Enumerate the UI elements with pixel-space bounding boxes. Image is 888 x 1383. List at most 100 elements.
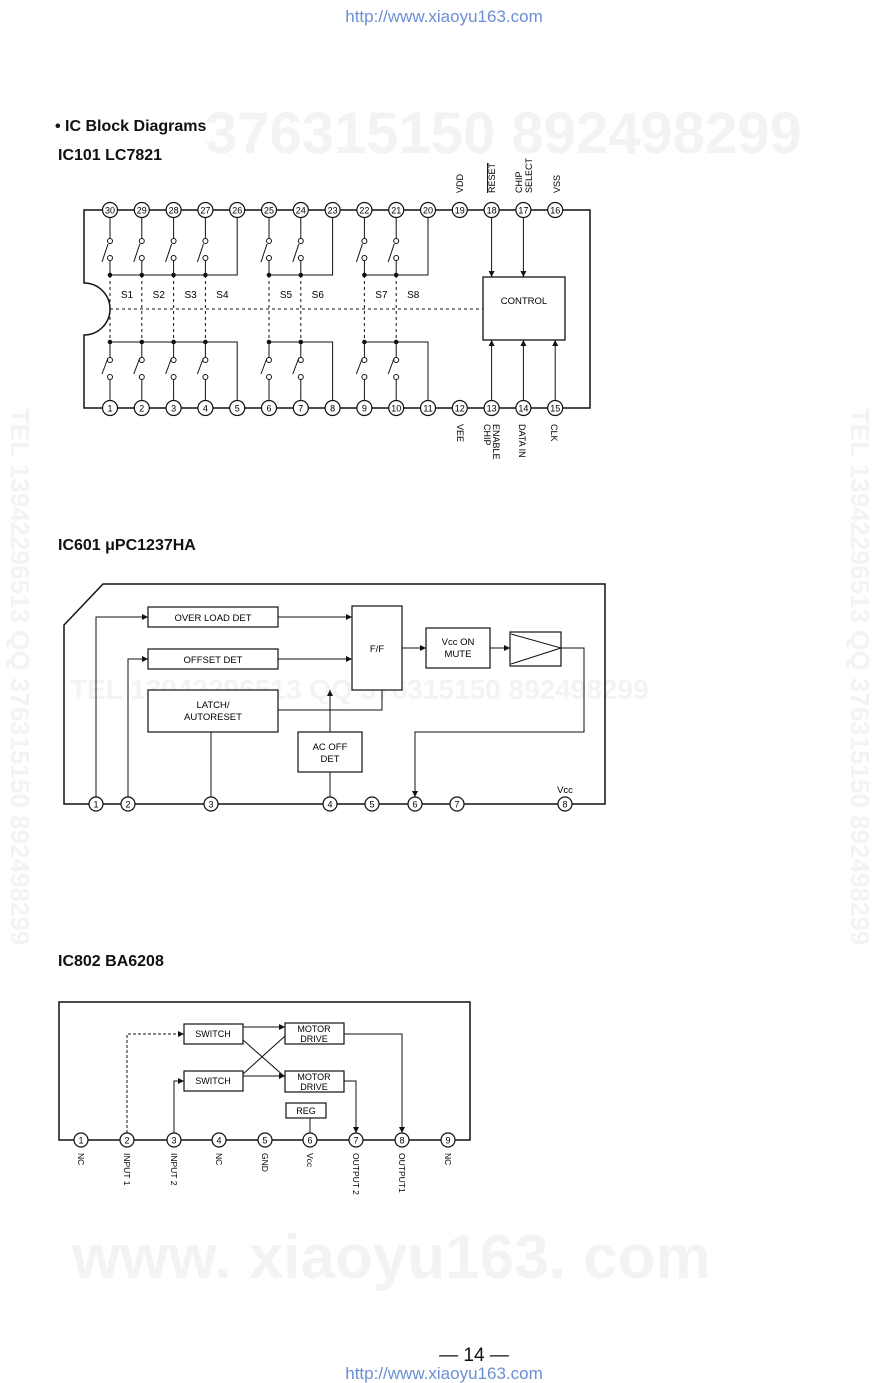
ic101-pin-datain: DATA IN (517, 424, 527, 458)
ic601-pin-number: 3 (208, 800, 213, 810)
ic802-motor-1-label-b: DRIVE (300, 1034, 328, 1044)
ic101-top-pin-number: 29 (137, 206, 147, 216)
ic802-pin-number: 4 (216, 1136, 221, 1146)
ic101-top-pin-number: 24 (296, 206, 306, 216)
ic101-top-pin: 17 (515, 201, 532, 219)
ic802-pin-name: NC (214, 1153, 224, 1165)
watermark-qq-top: 376315150 892498299 (205, 101, 802, 166)
ic601-title: IC601 μPC1237HA (58, 537, 196, 554)
ic601-offset-label: OFFSET DET (184, 655, 243, 666)
ic802-pin-name: GND (260, 1153, 270, 1172)
ic802-pin-name: OUTPUT1 (397, 1153, 407, 1193)
section-title: • IC Block Diagrams (55, 118, 207, 135)
ic101-bottom-pin: 1 (101, 399, 119, 417)
ic101-top-pin-number: 27 (200, 206, 210, 216)
header-url[interactable]: http://www.xiaoyu163.com (345, 7, 543, 26)
ic601-overload-label: OVER LOAD DET (174, 613, 251, 624)
ic101-bottom-pin: 7 (292, 399, 309, 417)
watermark-side-right: TEL 13942296513 QQ 376315150 892498299 (845, 408, 875, 946)
ic101-top-pin: 18 (483, 201, 500, 219)
ic802-reg (285, 1102, 327, 1119)
ic802-pin: 7 (348, 1132, 364, 1148)
ic601-ff-label: F/F (370, 644, 384, 655)
ic101-bottom-pin: 12 (451, 399, 468, 417)
ic601-acoff-label-1: AC OFF (313, 742, 348, 753)
ic802-pin-number: 1 (78, 1136, 83, 1146)
ic101-bottom-pin: 5 (229, 399, 246, 417)
ic802-switch-1 (183, 1023, 244, 1045)
ic802-pin: 3 (166, 1132, 182, 1148)
ic601-pin-number: 2 (125, 800, 130, 810)
ic601-latch-label-2: AUTORESET (184, 712, 242, 723)
ic802-pin: 9 (440, 1132, 456, 1148)
ic601-vccon-label-2: MUTE (445, 649, 472, 660)
ic101-top-pin: 19 (451, 201, 468, 219)
ic101-pin-chip: CHIP (514, 171, 524, 193)
ic101-bottom-pin: 6 (260, 399, 278, 417)
ic101-top-pin-number: 18 (487, 206, 497, 216)
page-number: — 14 — (439, 1345, 509, 1366)
ic601-pin: 3 (203, 796, 219, 812)
ic101-bottom-pin: 11 (419, 399, 437, 417)
ic802-motor-1-label-a: MOTOR (297, 1024, 331, 1034)
ic101-top-pin-number: 30 (105, 206, 115, 216)
ic601-amp-block (509, 631, 562, 667)
ic101-top-pin: 16 (547, 201, 564, 219)
ic101-bottom-pin: 8 (324, 399, 341, 417)
ic101-bottom-pin: 4 (197, 399, 214, 417)
ic101-top-pin: 22 (356, 201, 373, 219)
ic101-top-pin: 29 (133, 201, 150, 219)
ic802-title: IC802 BA6208 (58, 953, 164, 970)
ic101-top-pin-number: 17 (518, 206, 528, 216)
ic101-pin-vdd: VDD (455, 173, 465, 193)
ic101-top-pin: 24 (292, 201, 309, 219)
ic101-title: IC101 LC7821 (58, 147, 163, 164)
ic101-bottom-pin: 13 (483, 399, 500, 417)
ic601-pin: 5 (364, 796, 380, 812)
ic101-switch-label: S1 (121, 290, 134, 301)
ic101-bottom-pin: 10 (388, 399, 405, 417)
ic601-pin: 7 (449, 796, 465, 812)
ic802-motor-drive-1 (284, 1022, 345, 1045)
ic802-pin-name: INPUT 1 (122, 1153, 132, 1186)
ic101-top-pin: 27 (197, 201, 214, 219)
ic601-pin-number: 5 (369, 800, 374, 810)
watermark-bottom: www. xiaoyu163. com (72, 1223, 711, 1292)
ic101-switch-label: S7 (375, 290, 388, 301)
ic101-switch-label: S2 (153, 290, 166, 301)
ic601-pin: 1 (88, 796, 104, 812)
ic101-top-pin-number: 25 (264, 206, 274, 216)
ic101-switch-label: S4 (216, 290, 229, 301)
ic101-top-pin-number: 26 (232, 206, 242, 216)
ic601-vccon-block (425, 627, 491, 669)
ic802-motor-2-label-b: DRIVE (300, 1082, 328, 1092)
ic101-bottom-pin-number: 14 (518, 404, 528, 414)
ic101-top-pin-number: 21 (391, 206, 401, 216)
ic802-pin-number: 2 (124, 1136, 129, 1146)
ic101-bottom-pin-number: 2 (139, 404, 144, 414)
ic101-bottom-pin-number: 9 (362, 404, 367, 414)
ic802-pin-name: NC (443, 1153, 453, 1165)
ic802-pin: 2 (119, 1132, 135, 1148)
ic802-pin: 1 (73, 1132, 89, 1148)
ic601-ff-block (351, 605, 403, 691)
ic601-acoff-block (297, 731, 363, 773)
footer-url[interactable]: http://www.xiaoyu163.com (345, 1364, 543, 1383)
ic601-pin: 2 (120, 796, 136, 812)
ic601-pin-number: 4 (327, 800, 332, 810)
ic101-bottom-pin-number: 10 (391, 404, 401, 414)
ic101-switch-label: S3 (184, 290, 197, 301)
ic802-pin: 4 (211, 1132, 227, 1148)
ic101-pin-chip-b: CHIP (482, 424, 492, 446)
ic101-bottom-pin-number: 8 (330, 404, 335, 414)
ic101-pin-select: SELECT (524, 157, 534, 193)
ic601-acoff-label-2: DET (321, 754, 340, 765)
ic101-top-pin-number: 28 (169, 206, 179, 216)
ic802-pin-number: 9 (445, 1136, 450, 1146)
ic101-bottom-pin-number: 1 (107, 404, 112, 414)
ic601-pin-number: 8 (562, 800, 567, 810)
ic101-switch-label: S5 (280, 290, 293, 301)
ic101-bottom-pin: 9 (356, 399, 373, 417)
ic101-bottom-pin-number: 13 (487, 404, 497, 414)
